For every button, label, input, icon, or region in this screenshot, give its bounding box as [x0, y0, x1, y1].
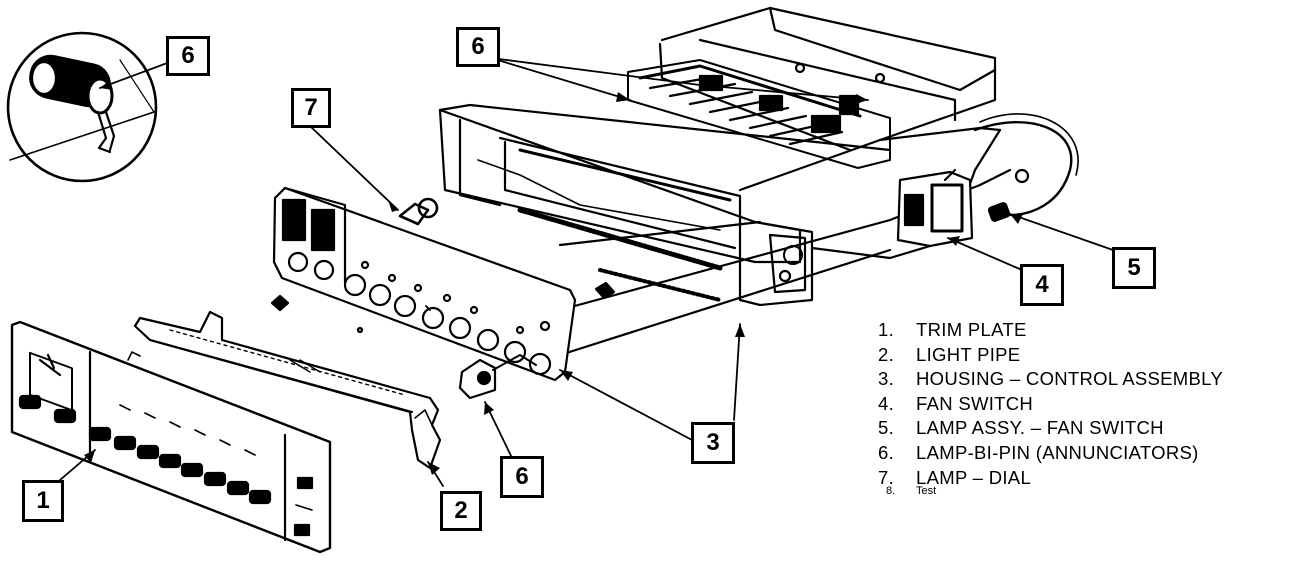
bi-pin-lamp-drawing	[458, 354, 537, 400]
leader-arrowheads	[84, 80, 1023, 475]
light-pipe-drawing	[133, 310, 442, 470]
legend-item-lamp-assy: 5. LAMP ASSY. – FAN SWITCH	[878, 416, 1303, 441]
callout-7: 7	[291, 88, 331, 128]
legend-text: LAMP-BI-PIN (ANNUNCIATORS)	[916, 441, 1199, 463]
legend-text: LAMP ASSY. – FAN SWITCH	[916, 417, 1164, 439]
lamp-assy-fan-switch-drawing	[973, 113, 1079, 222]
callout-6-top: 6	[456, 27, 500, 67]
legend-item-light-pipe: 2. LIGHT PIPE	[878, 343, 1303, 368]
legend-text: TRIM PLATE	[916, 319, 1027, 340]
legend-number: 1.	[878, 319, 895, 340]
legend-text: LAMP – DIAL	[916, 466, 1032, 488]
legend-item-lamp-bi-pin: 6. LAMP-BI-PIN (ANNUNCIATORS)	[878, 441, 1303, 466]
callout-4: 4	[1020, 264, 1064, 306]
trim-plate-drawing	[10, 320, 332, 554]
legend-item-fan-switch: 4. FAN SWITCH	[878, 392, 1303, 417]
legend-item-lamp-dial: 7. LAMP – DIAL	[878, 466, 1303, 491]
legend-text: Test	[916, 485, 937, 497]
legend-text: HOUSING – CONTROL ASSEMBLY	[916, 368, 1223, 390]
bulb-detail-inset	[6, 31, 158, 183]
callout-2: 2	[440, 491, 482, 531]
legend-item-trim-plate: 1. TRIM PLATE	[878, 318, 1303, 343]
legend-number: 6.	[878, 441, 895, 463]
legend-number: 8.	[886, 485, 896, 497]
legend-text: LIGHT PIPE	[916, 343, 1021, 365]
fan-switch-drawing	[896, 168, 1030, 248]
callout-6-inset: 6	[166, 36, 210, 76]
callout-6-bottom: 6	[500, 456, 544, 498]
legend-item-test: 8. Test	[886, 485, 936, 497]
legend-number: 4.	[878, 392, 895, 414]
callout-3: 3	[691, 422, 735, 464]
parts-legend: 1. TRIM PLATE 2. LIGHT PIPE 3. HOUSING – CO…	[878, 318, 1303, 490]
legend-number: 2.	[878, 343, 895, 365]
legend-number: 5.	[878, 417, 895, 439]
legend-number: 7.	[878, 466, 895, 488]
legend-item-housing: 3. HOUSING – CONTROL ASSEMBLY	[878, 367, 1303, 392]
legend-number: 3.	[878, 368, 895, 390]
callout-5: 5	[1112, 247, 1156, 289]
callout-1: 1	[22, 480, 64, 522]
legend-text: FAN SWITCH	[916, 392, 1034, 414]
